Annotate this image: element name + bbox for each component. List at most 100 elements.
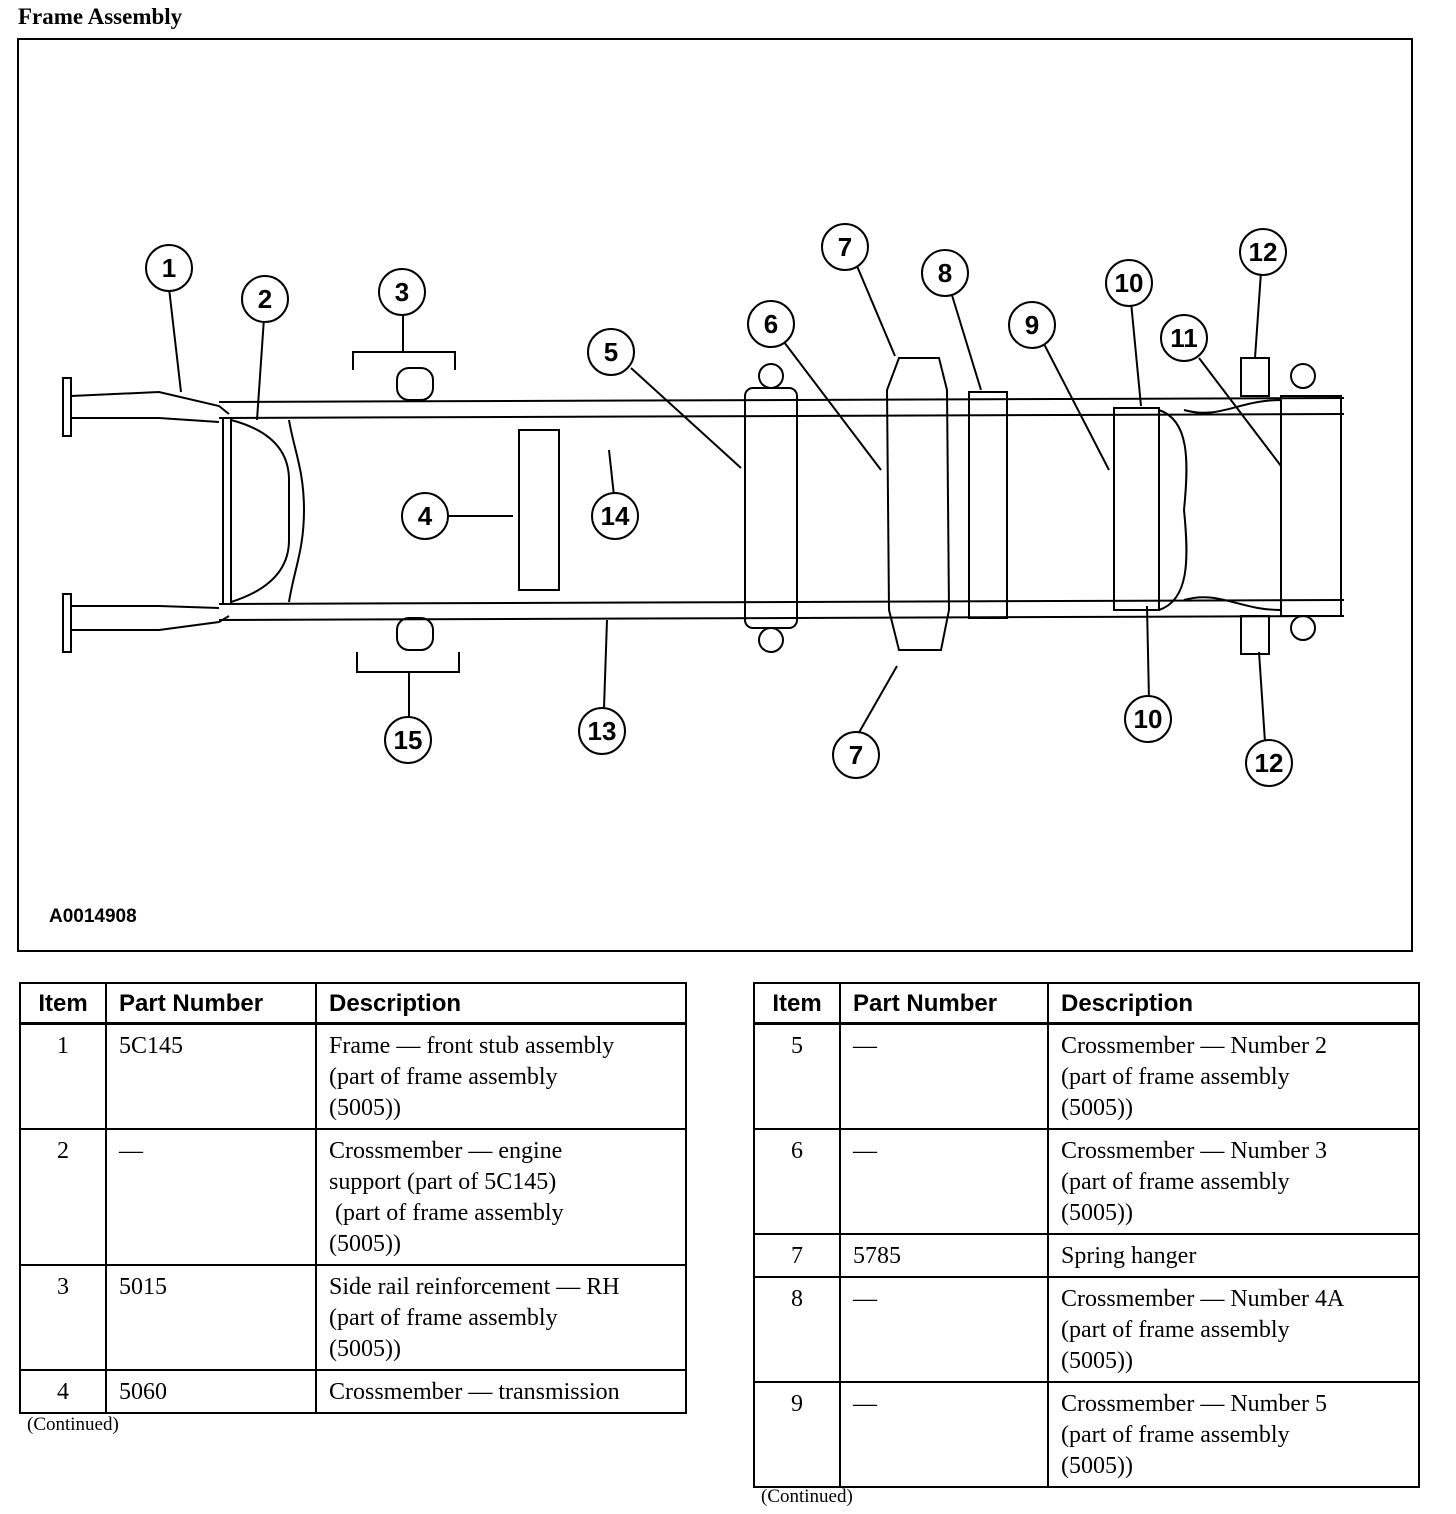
description-line: Spring hanger <box>1061 1243 1197 1269</box>
callout-10-bottom <box>1124 695 1172 743</box>
description-line: (part of frame assembly <box>1061 1169 1290 1195</box>
callout-label-9: 9 <box>1025 310 1039 340</box>
description-cell: Frame — front stub assembly(part of fram… <box>315 1022 687 1130</box>
part-number-cell: — <box>839 1276 1049 1383</box>
callout-15 <box>384 716 432 764</box>
callout-label-5: 5 <box>604 337 618 367</box>
description-line: Crossmember — transmission <box>329 1379 620 1405</box>
callout-6 <box>747 300 795 348</box>
front-stub-top <box>70 390 230 415</box>
description-line: (5005)) <box>329 1095 401 1121</box>
description-cell: Crossmember — Number 5(part of frame ass… <box>1047 1381 1420 1488</box>
item-cell: 3 <box>19 1264 107 1371</box>
callout-5 <box>587 328 635 376</box>
crossmember-number-4a <box>968 391 1008 619</box>
frame-assembly-figure: 1 2 3 4 5 6 7 8 9 10 11 12 13 14 15 7 10… <box>17 38 1413 952</box>
callout-7-top <box>821 223 869 271</box>
crossmember-number-5 <box>1113 407 1160 611</box>
description-line: (5005)) <box>1061 1200 1133 1226</box>
part-number-cell: — <box>839 1128 1049 1235</box>
callout-label-6: 6 <box>764 309 778 339</box>
callout-12-top <box>1239 228 1287 276</box>
description-line: (5005)) <box>1061 1348 1133 1374</box>
callout-label-8: 8 <box>938 258 952 288</box>
description-line: (5005)) <box>329 1231 401 1257</box>
header-description: Description <box>315 982 687 1025</box>
callout-14 <box>591 492 639 540</box>
callout-4 <box>401 492 449 540</box>
description-line: support (part of 5C145) <box>329 1169 557 1195</box>
header-part-number: Part Number <box>839 982 1049 1025</box>
description-line: Frame — front stub assembly <box>329 1033 615 1059</box>
callout-11 <box>1160 314 1208 362</box>
rear-crossmember <box>1183 398 1282 612</box>
callout-label-11: 11 <box>1170 323 1198 353</box>
description-line: Side rail reinforcement — RH <box>329 1274 620 1300</box>
description-line: (part of frame assembly <box>1061 1317 1290 1343</box>
description-cell: Crossmember — Number 2 (part of frame ass… <box>1047 1022 1420 1130</box>
callout-3 <box>378 268 426 316</box>
figure-id: A0014908 <box>49 906 137 927</box>
description-cell: Crossmember — transmission <box>315 1369 687 1414</box>
item-cell: 9 <box>753 1381 841 1488</box>
part-number-cell: — <box>839 1381 1049 1488</box>
callout-13 <box>578 707 626 755</box>
callout-2 <box>241 275 289 323</box>
description-line: Crossmember — Number 2 <box>1061 1033 1327 1059</box>
rear-bracket-bottom <box>1240 615 1270 655</box>
description-cell: Crossmember — Number 3(part of frame ass… <box>1047 1128 1420 1235</box>
page-title: Frame Assembly <box>18 4 183 29</box>
callout-9 <box>1008 301 1056 349</box>
item-cell: 1 <box>19 1022 107 1130</box>
item-cell: 8 <box>753 1276 841 1383</box>
part-number-cell: 5C145 <box>105 1022 317 1130</box>
parts-table-right: Item Part Number Description 5—Crossmemb… <box>753 982 1420 1488</box>
description-line: (5005)) <box>1061 1095 1133 1121</box>
side-rail-reinforcement-rh <box>396 367 434 401</box>
crossmember-transmission <box>518 429 560 591</box>
crossmember-engine <box>222 418 232 604</box>
description-line: (part of frame assembly <box>329 1200 564 1226</box>
side-rail-bottom <box>218 599 1345 605</box>
description-line: (5005)) <box>329 1336 401 1362</box>
part-number-cell: 5785 <box>839 1233 1049 1278</box>
description-cell: Spring hanger <box>1047 1233 1420 1278</box>
description-cell: Side rail reinforcement — RH(part of fra… <box>315 1264 687 1371</box>
part-number-cell: — <box>105 1128 317 1266</box>
callout-1 <box>145 244 193 292</box>
callout-label-13: 13 <box>588 716 617 746</box>
front-bracket-bottom <box>62 593 72 653</box>
header-item: Item <box>19 982 107 1025</box>
front-stub-bottom <box>71 605 220 609</box>
table-row: 6—Crossmember — Number 3(part of frame a… <box>753 1128 1420 1235</box>
callout-7-bottom <box>832 731 880 779</box>
rear-bracket-top <box>1240 357 1270 397</box>
continued-label-right: (Continued) <box>761 1486 853 1507</box>
callout-label-10: 10 <box>1115 268 1144 298</box>
callout-12-bottom <box>1245 739 1293 787</box>
item-cell: 7 <box>753 1233 841 1278</box>
callout-10-top <box>1105 259 1153 307</box>
table-row: 8— Crossmember — Number 4A (part of frame … <box>753 1276 1420 1383</box>
description-line: (part of frame assembly <box>1061 1422 1290 1448</box>
frame-drawing: 1 2 3 4 5 6 7 8 9 10 11 12 13 14 15 7 10… <box>62 223 1345 787</box>
continued-label-left: (Continued) <box>27 1414 119 1435</box>
spring-hanger-crossmember-3 <box>885 357 951 651</box>
item-cell: 4 <box>19 1369 107 1414</box>
description-line: (part of frame assembly <box>1061 1064 1290 1090</box>
header-item: Item <box>753 982 841 1025</box>
table-row: 5—Crossmember — Number 2(part of frame a… <box>753 1022 1420 1130</box>
description-line: Crossmember — engine <box>329 1138 563 1164</box>
part-number-cell: 5060 <box>105 1369 317 1414</box>
part-number-cell: — <box>839 1022 1049 1130</box>
header-part-number: Part Number <box>105 982 317 1025</box>
callout-label-4: 4 <box>418 501 433 531</box>
table-row: 9—Crossmember — Number 5(part of frame a… <box>753 1381 1420 1488</box>
callout-label-1: 1 <box>162 253 176 283</box>
description-line: Crossmember — Number 4A <box>1061 1286 1345 1312</box>
crossmember-number-2 <box>744 387 798 629</box>
description-line: (5005)) <box>1061 1453 1133 1479</box>
